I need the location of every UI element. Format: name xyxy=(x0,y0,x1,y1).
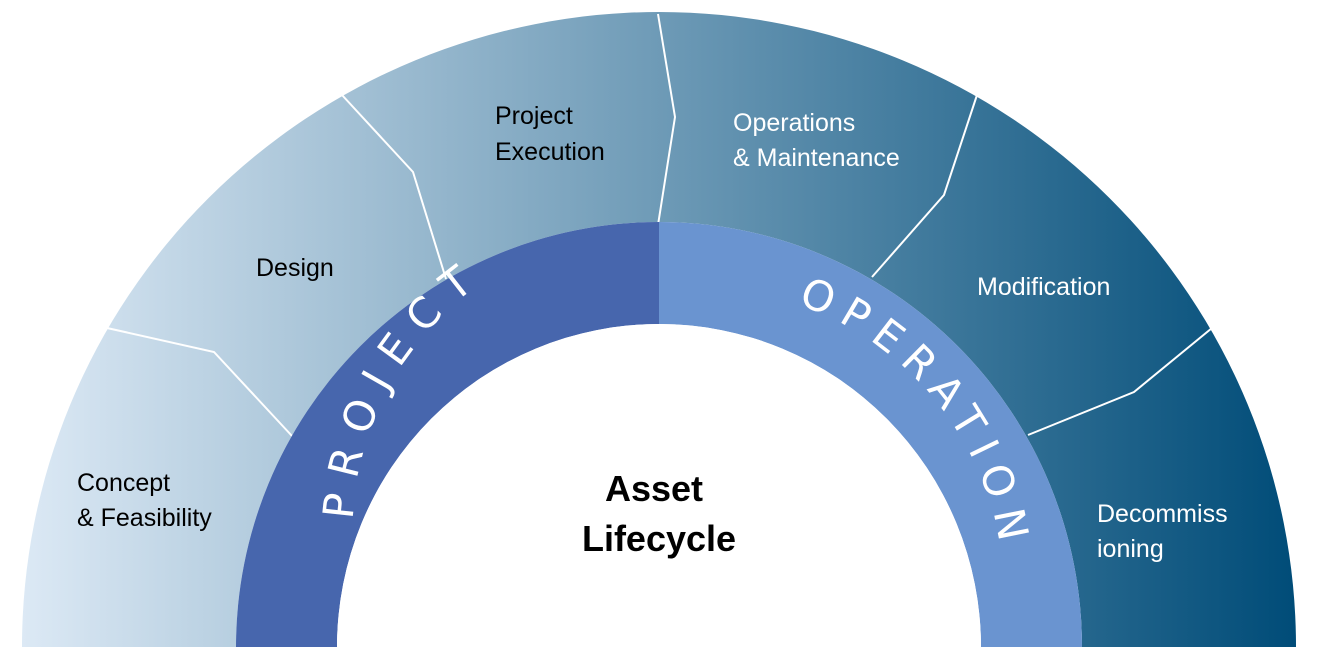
divider-5 xyxy=(1027,327,1213,436)
phase-concept-feasibility: Concept & Feasibility xyxy=(77,469,212,532)
phase-decommissioning-line1: Decommiss xyxy=(1097,500,1228,528)
operations-ring xyxy=(659,222,1082,647)
divider-3 xyxy=(657,13,677,226)
outer-ring xyxy=(22,12,1296,647)
divider-1 xyxy=(106,327,293,437)
center-disc xyxy=(337,324,981,647)
phase-design-line1: Design xyxy=(256,254,334,282)
center-title-line2: Lifecycle xyxy=(582,518,736,559)
phase-concept-line1: Concept xyxy=(77,469,170,497)
phase-decommissioning: Decommiss ioning xyxy=(1097,500,1235,563)
phase-modification-line1: Modification xyxy=(977,273,1110,301)
segment-dividers xyxy=(106,13,1213,437)
phase-execution-line1: Project xyxy=(495,102,573,130)
center-title: Asset Lifecycle xyxy=(582,468,736,559)
project-ring xyxy=(236,222,659,647)
phase-project-execution: Project Execution xyxy=(495,102,605,166)
phase-concept-line2: & Feasibility xyxy=(77,504,212,532)
divider-4 xyxy=(871,94,978,278)
phase-operations-line1: Operations xyxy=(733,109,855,137)
phase-decommissioning-line2: ioning xyxy=(1097,535,1164,563)
phase-labels: Concept & Feasibility Design Project Exe… xyxy=(77,102,1235,563)
phase-operations-line2: & Maintenance xyxy=(733,144,900,172)
divider-2 xyxy=(341,94,447,280)
phase-execution-line2: Execution xyxy=(495,138,605,166)
phase-design: Design xyxy=(256,254,334,282)
center-title-line1: Asset xyxy=(605,468,703,509)
phase-modification: Modification xyxy=(977,273,1110,301)
phase-operations-maintenance: Operations & Maintenance xyxy=(733,109,900,172)
